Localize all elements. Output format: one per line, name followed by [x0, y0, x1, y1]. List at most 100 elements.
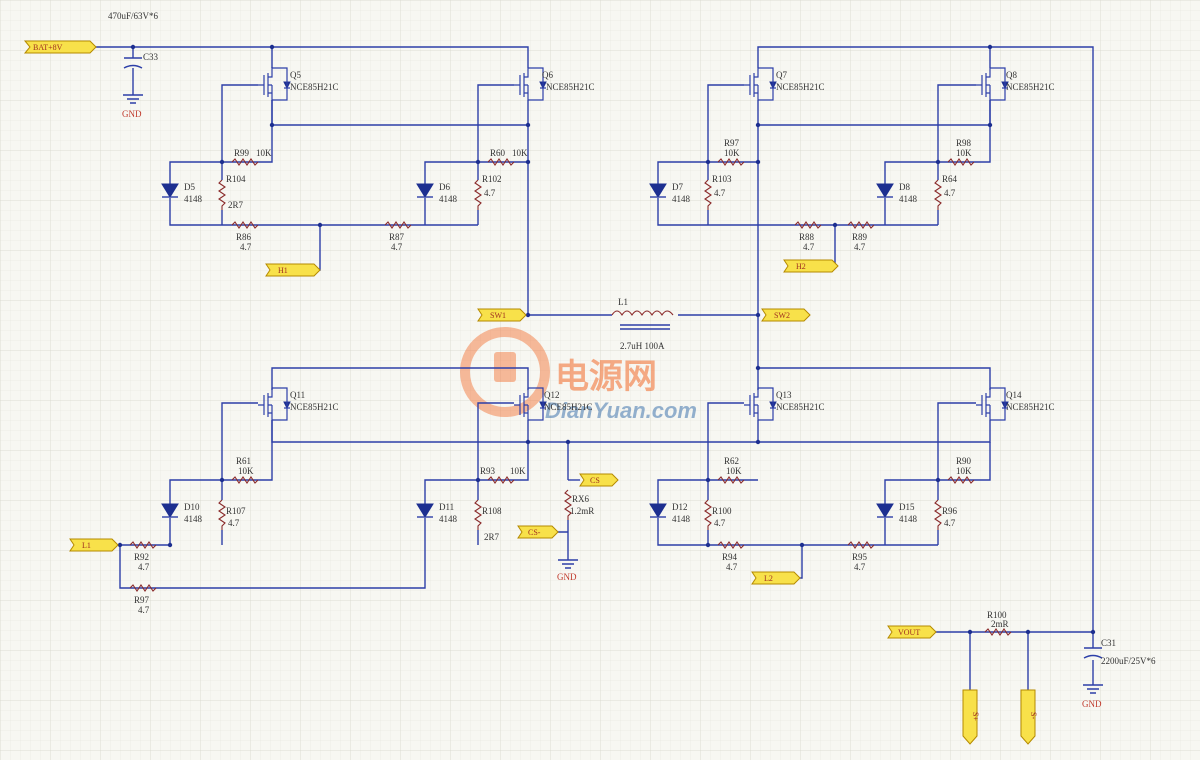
diode-d5[interactable]: D5 4148	[161, 180, 203, 205]
diode-d15[interactable]: D15 4148	[876, 500, 918, 525]
r90-value: 10K	[956, 466, 972, 476]
port-h1[interactable]: H1	[265, 263, 321, 277]
resistor-r88[interactable]: R88 4.7	[794, 221, 822, 252]
r92-value: 4.7	[138, 562, 150, 572]
d15-name: D15	[899, 502, 915, 512]
mosfet-q14[interactable]: Q14 NCE85H21C	[976, 387, 1055, 421]
resistor-r104[interactable]: R104 2R7	[218, 174, 246, 210]
d5-part: 4148	[184, 194, 203, 204]
r86-name: R86	[236, 232, 252, 242]
diode-d6[interactable]: D6 4148	[416, 180, 458, 205]
port-l2[interactable]: L2	[751, 571, 801, 585]
r87-value: 4.7	[391, 242, 403, 252]
mosfet-q12[interactable]: Q12 NCE85H21C	[514, 387, 593, 421]
resistor-r62[interactable]: R62 10K	[717, 456, 745, 484]
resistor-r87[interactable]: R87 4.7	[384, 221, 412, 252]
r100-name: R100	[712, 506, 732, 516]
r95-value: 4.7	[854, 562, 866, 572]
resistor-r89[interactable]: R89 4.7	[847, 221, 875, 252]
r100b-name: R100	[987, 610, 1007, 620]
diode-d11[interactable]: D11 4148	[416, 500, 458, 525]
resistor-r107[interactable]: R107 4.7	[218, 499, 246, 530]
resistor-r99[interactable]: R99 10K	[231, 148, 272, 166]
diode-d7[interactable]: D7 4148	[649, 180, 691, 205]
resistor-r93[interactable]: R93 10K	[480, 466, 526, 484]
r61-name: R61	[236, 456, 251, 466]
resistor-r100b[interactable]: R100 2mR	[984, 610, 1012, 636]
r94-name: R94	[722, 552, 738, 562]
r87-name: R87	[389, 232, 405, 242]
rx6-value: 1.2mR	[570, 506, 594, 516]
resistor-r94[interactable]: R94 4.7	[717, 541, 745, 572]
gnd-symbol-2: GND	[557, 559, 578, 582]
mosfet-q5[interactable]: Q5 NCE85H21C	[258, 67, 339, 101]
port-vout[interactable]: VOUT	[887, 625, 937, 639]
port-bat-input[interactable]: BAT+8V	[23, 40, 97, 54]
mosfet-q8[interactable]: Q8 NCE85H21C	[976, 67, 1055, 101]
port-s-pos[interactable]: S+	[962, 689, 980, 745]
resistor-r98[interactable]: R98 10K	[947, 138, 975, 166]
d10-part: 4148	[184, 514, 203, 524]
resistor-r108[interactable]: R108 2R7	[474, 499, 502, 542]
resistor-r95[interactable]: R95 4.7	[847, 541, 875, 572]
r107-name: R107	[226, 506, 246, 516]
resistor-r100[interactable]: R100 4.7	[704, 499, 732, 530]
mosfet-q13[interactable]: Q13 NCE85H21C	[744, 387, 825, 421]
d6-part: 4148	[439, 194, 458, 204]
resistor-r103[interactable]: R103 4.7	[704, 174, 732, 210]
resistor-r97b[interactable]: R97 4.7	[129, 584, 157, 615]
gnd-label-2: GND	[557, 572, 577, 582]
resistor-r86[interactable]: R86 4.7	[231, 221, 259, 252]
port-s-pos-label: S+	[971, 712, 980, 721]
capacitor-c31[interactable]: C31 2200uF/25V*6	[1083, 638, 1156, 666]
d8-name: D8	[899, 182, 910, 192]
r102-value: 4.7	[484, 188, 496, 198]
resistor-r90[interactable]: R90 10K	[947, 456, 975, 484]
port-h2[interactable]: H2	[783, 259, 839, 273]
r64-value: 4.7	[944, 188, 956, 198]
r64-name: R64	[942, 174, 958, 184]
r93-name: R93	[480, 466, 496, 476]
resistor-r96[interactable]: R96 4.7	[934, 499, 958, 530]
port-sw1[interactable]: SW1	[477, 308, 527, 322]
port-l1-label: L1	[82, 541, 91, 550]
mosfet-q11[interactable]: Q11 NCE85H21C	[258, 387, 339, 421]
port-sw2[interactable]: SW2	[761, 308, 811, 322]
diode-d12[interactable]: D12 4148	[649, 500, 691, 525]
port-s-neg[interactable]: S-	[1020, 689, 1038, 745]
port-l2-label: L2	[764, 574, 773, 583]
inductor-l1[interactable]: L1 2.7uH 100A	[611, 297, 674, 351]
resistor-r102[interactable]: R102 4.7	[474, 174, 502, 210]
r62-name: R62	[724, 456, 739, 466]
resistor-r61[interactable]: R61 10K	[231, 456, 259, 484]
rx6-name: RX6	[572, 494, 590, 504]
r93-value: 10K	[510, 466, 526, 476]
q12-name: Q12	[544, 390, 560, 400]
diode-d8[interactable]: D8 4148	[876, 180, 918, 205]
l1-name: L1	[618, 297, 628, 307]
r60-value: 10K	[512, 148, 528, 158]
r97b-name: R97	[134, 595, 150, 605]
resistor-r60[interactable]: R60 10K	[487, 148, 528, 166]
resistor-r97[interactable]: R97 10K	[717, 138, 745, 166]
d6-name: D6	[439, 182, 450, 192]
resistor-r92[interactable]: R92 4.7	[129, 541, 157, 572]
diode-d10[interactable]: D10 4148	[161, 500, 203, 525]
junctions	[117, 44, 1096, 635]
port-cs-neg[interactable]: CS-	[517, 525, 559, 539]
port-l1[interactable]: L1	[69, 538, 119, 552]
r96-name: R96	[942, 506, 958, 516]
resistor-rx6[interactable]: RX6 1.2mR	[564, 489, 594, 520]
r60-name: R60	[490, 148, 506, 158]
q6-part: NCE85H21C	[546, 82, 595, 92]
resistor-r64[interactable]: R64 4.7	[934, 174, 958, 210]
mosfet-q7[interactable]: Q7 NCE85H21C	[744, 67, 825, 101]
mosfet-q6[interactable]: Q6 NCE85H21C	[514, 67, 595, 101]
capacitor-c33[interactable]: C33	[123, 52, 159, 69]
d10-name: D10	[184, 502, 200, 512]
q8-name: Q8	[1006, 70, 1017, 80]
r103-name: R103	[712, 174, 732, 184]
r90-name: R90	[956, 456, 972, 466]
port-cs[interactable]: CS	[579, 473, 619, 487]
